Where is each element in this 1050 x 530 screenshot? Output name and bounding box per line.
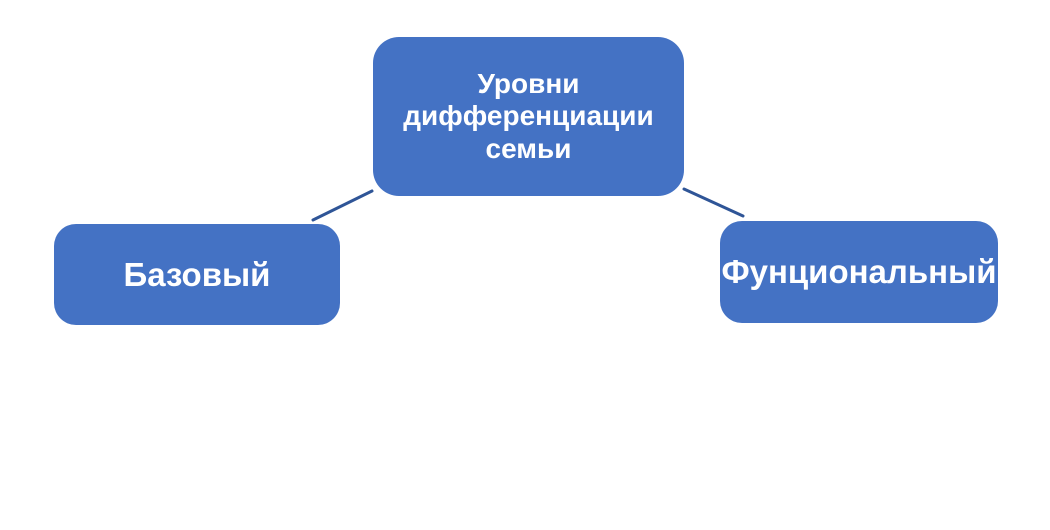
- node-right[interactable]: Фунциональный: [720, 221, 998, 323]
- connector-root-to-left: [311, 189, 374, 222]
- node-root[interactable]: Уровни дифференциации семьи: [373, 37, 684, 196]
- node-root-label: Уровни дифференциации семьи: [403, 68, 654, 164]
- node-right-label: Фунциональный: [721, 253, 997, 290]
- connector-root-to-right: [682, 187, 745, 218]
- node-left[interactable]: Базовый: [54, 224, 340, 325]
- node-left-label: Базовый: [123, 255, 271, 293]
